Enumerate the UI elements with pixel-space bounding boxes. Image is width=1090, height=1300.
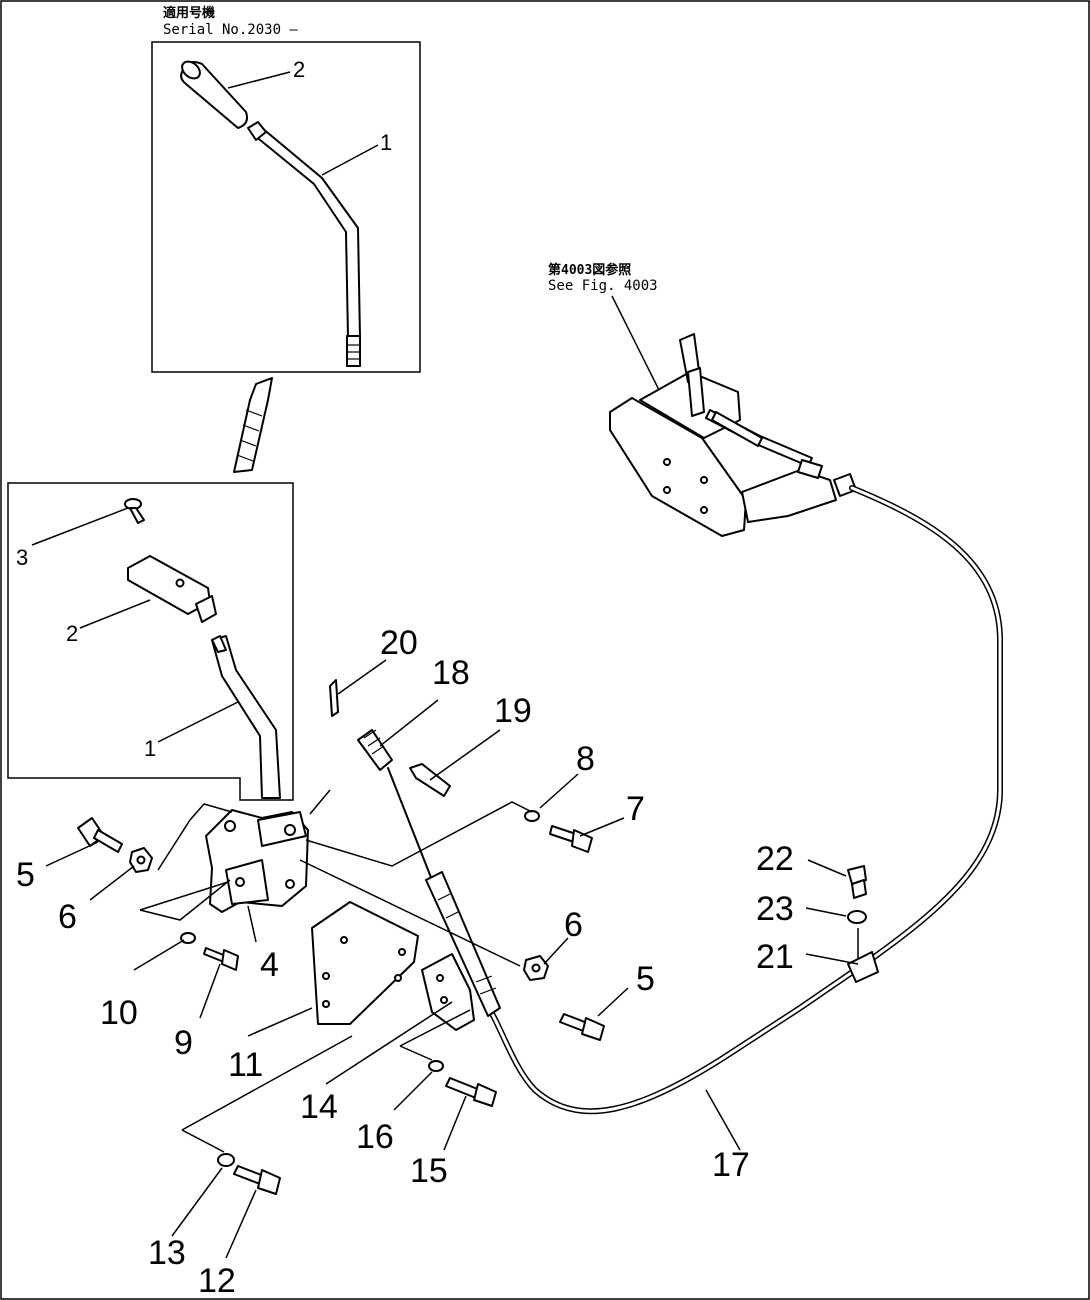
callout-21: 21: [756, 938, 794, 976]
upper-label-2: 2: [293, 57, 305, 82]
clamp-bolt-part: [847, 865, 867, 899]
nut-right-part: [523, 955, 549, 981]
lower-label-1: 1: [144, 736, 156, 761]
upper-grip-part: [180, 60, 248, 129]
callout-19: 19: [494, 692, 532, 730]
reference-note-english: See Fig. 4003: [548, 278, 658, 294]
upper-label-1: 1: [380, 130, 392, 155]
linkage-assembly: [609, 333, 857, 537]
callout-22: 22: [756, 840, 794, 878]
callout-9: 9: [174, 1024, 193, 1062]
callout-5-right: 5: [636, 960, 655, 998]
callout-7: 7: [626, 790, 645, 828]
reference-note-japanese: 第4003図参照: [548, 262, 631, 278]
lower-leader-2: [79, 599, 151, 629]
mounting-plate-part: [311, 901, 419, 1025]
bolt-12-part: [233, 1165, 281, 1195]
upper-leader-2: [227, 71, 291, 89]
callout-23: 23: [756, 890, 794, 928]
callout-4: 4: [260, 946, 279, 984]
bolt-15-part: [445, 1077, 497, 1107]
callout-10: 10: [100, 994, 138, 1032]
callout-8: 8: [576, 740, 595, 778]
assembly-lines: [139, 789, 533, 1153]
washer-10-part: [180, 932, 196, 944]
bolt-7-part: [549, 825, 593, 853]
callout-11: 11: [228, 1046, 263, 1084]
cable-clamp-part: [847, 951, 879, 983]
callout-20: 20: [380, 624, 418, 662]
callout-18: 18: [432, 654, 470, 692]
upper-inset-frame: [151, 41, 421, 373]
upper-inset: 2 1: [151, 41, 421, 373]
callout-15: 15: [410, 1152, 448, 1190]
callout-12: 12: [198, 1262, 236, 1300]
callout-14: 14: [300, 1088, 338, 1126]
callout-13: 13: [148, 1234, 186, 1272]
washer-8-part: [524, 810, 540, 822]
serial-note-english: Serial No.2030 –: [163, 22, 298, 38]
lower-lever-part: [211, 635, 281, 799]
callout-5-left: 5: [16, 856, 35, 894]
callout-labels: 5 6 4 10 9 11 14 16 15 13 12 20 18 19 8 …: [16, 624, 794, 1300]
upper-leader-1: [321, 144, 379, 176]
lower-label-2: 2: [66, 621, 78, 646]
inset-transition-arrow: [233, 377, 273, 473]
clamp-washer-part: [847, 910, 867, 924]
upper-lever-part: [247, 121, 361, 367]
control-cable: [487, 485, 1003, 1115]
valve-body-part: [205, 809, 309, 913]
lower-leader-1: [157, 701, 239, 743]
serial-note-japanese: 適用号機: [163, 5, 215, 21]
lower-inset-frame: [7, 482, 294, 801]
washer-13-part: [217, 1153, 235, 1167]
lower-leader-3: [31, 507, 129, 546]
clevis-part: [357, 729, 393, 771]
nut-left-part: [129, 847, 153, 873]
callout-6-left: 6: [58, 898, 77, 936]
control-rod-part: [387, 767, 501, 1017]
lower-inset: 3 2 1: [7, 482, 294, 801]
cotter-pin-part: [329, 679, 339, 717]
washer-16-part: [428, 1060, 444, 1072]
bolt-9-part: [203, 947, 239, 971]
bolt-left-part: [77, 817, 123, 853]
bolt-right-part: [559, 1013, 605, 1041]
callout-17: 17: [712, 1146, 750, 1184]
lower-label-3: 3: [16, 545, 28, 570]
lower-bolt-part: [124, 498, 145, 524]
bracket-part: [421, 953, 475, 1031]
callout-16: 16: [356, 1118, 394, 1156]
callout-6-right: 6: [564, 906, 583, 944]
reference-leader: [611, 295, 661, 393]
callout-leaders: [45, 659, 859, 1259]
lower-knob-part: [127, 555, 217, 623]
